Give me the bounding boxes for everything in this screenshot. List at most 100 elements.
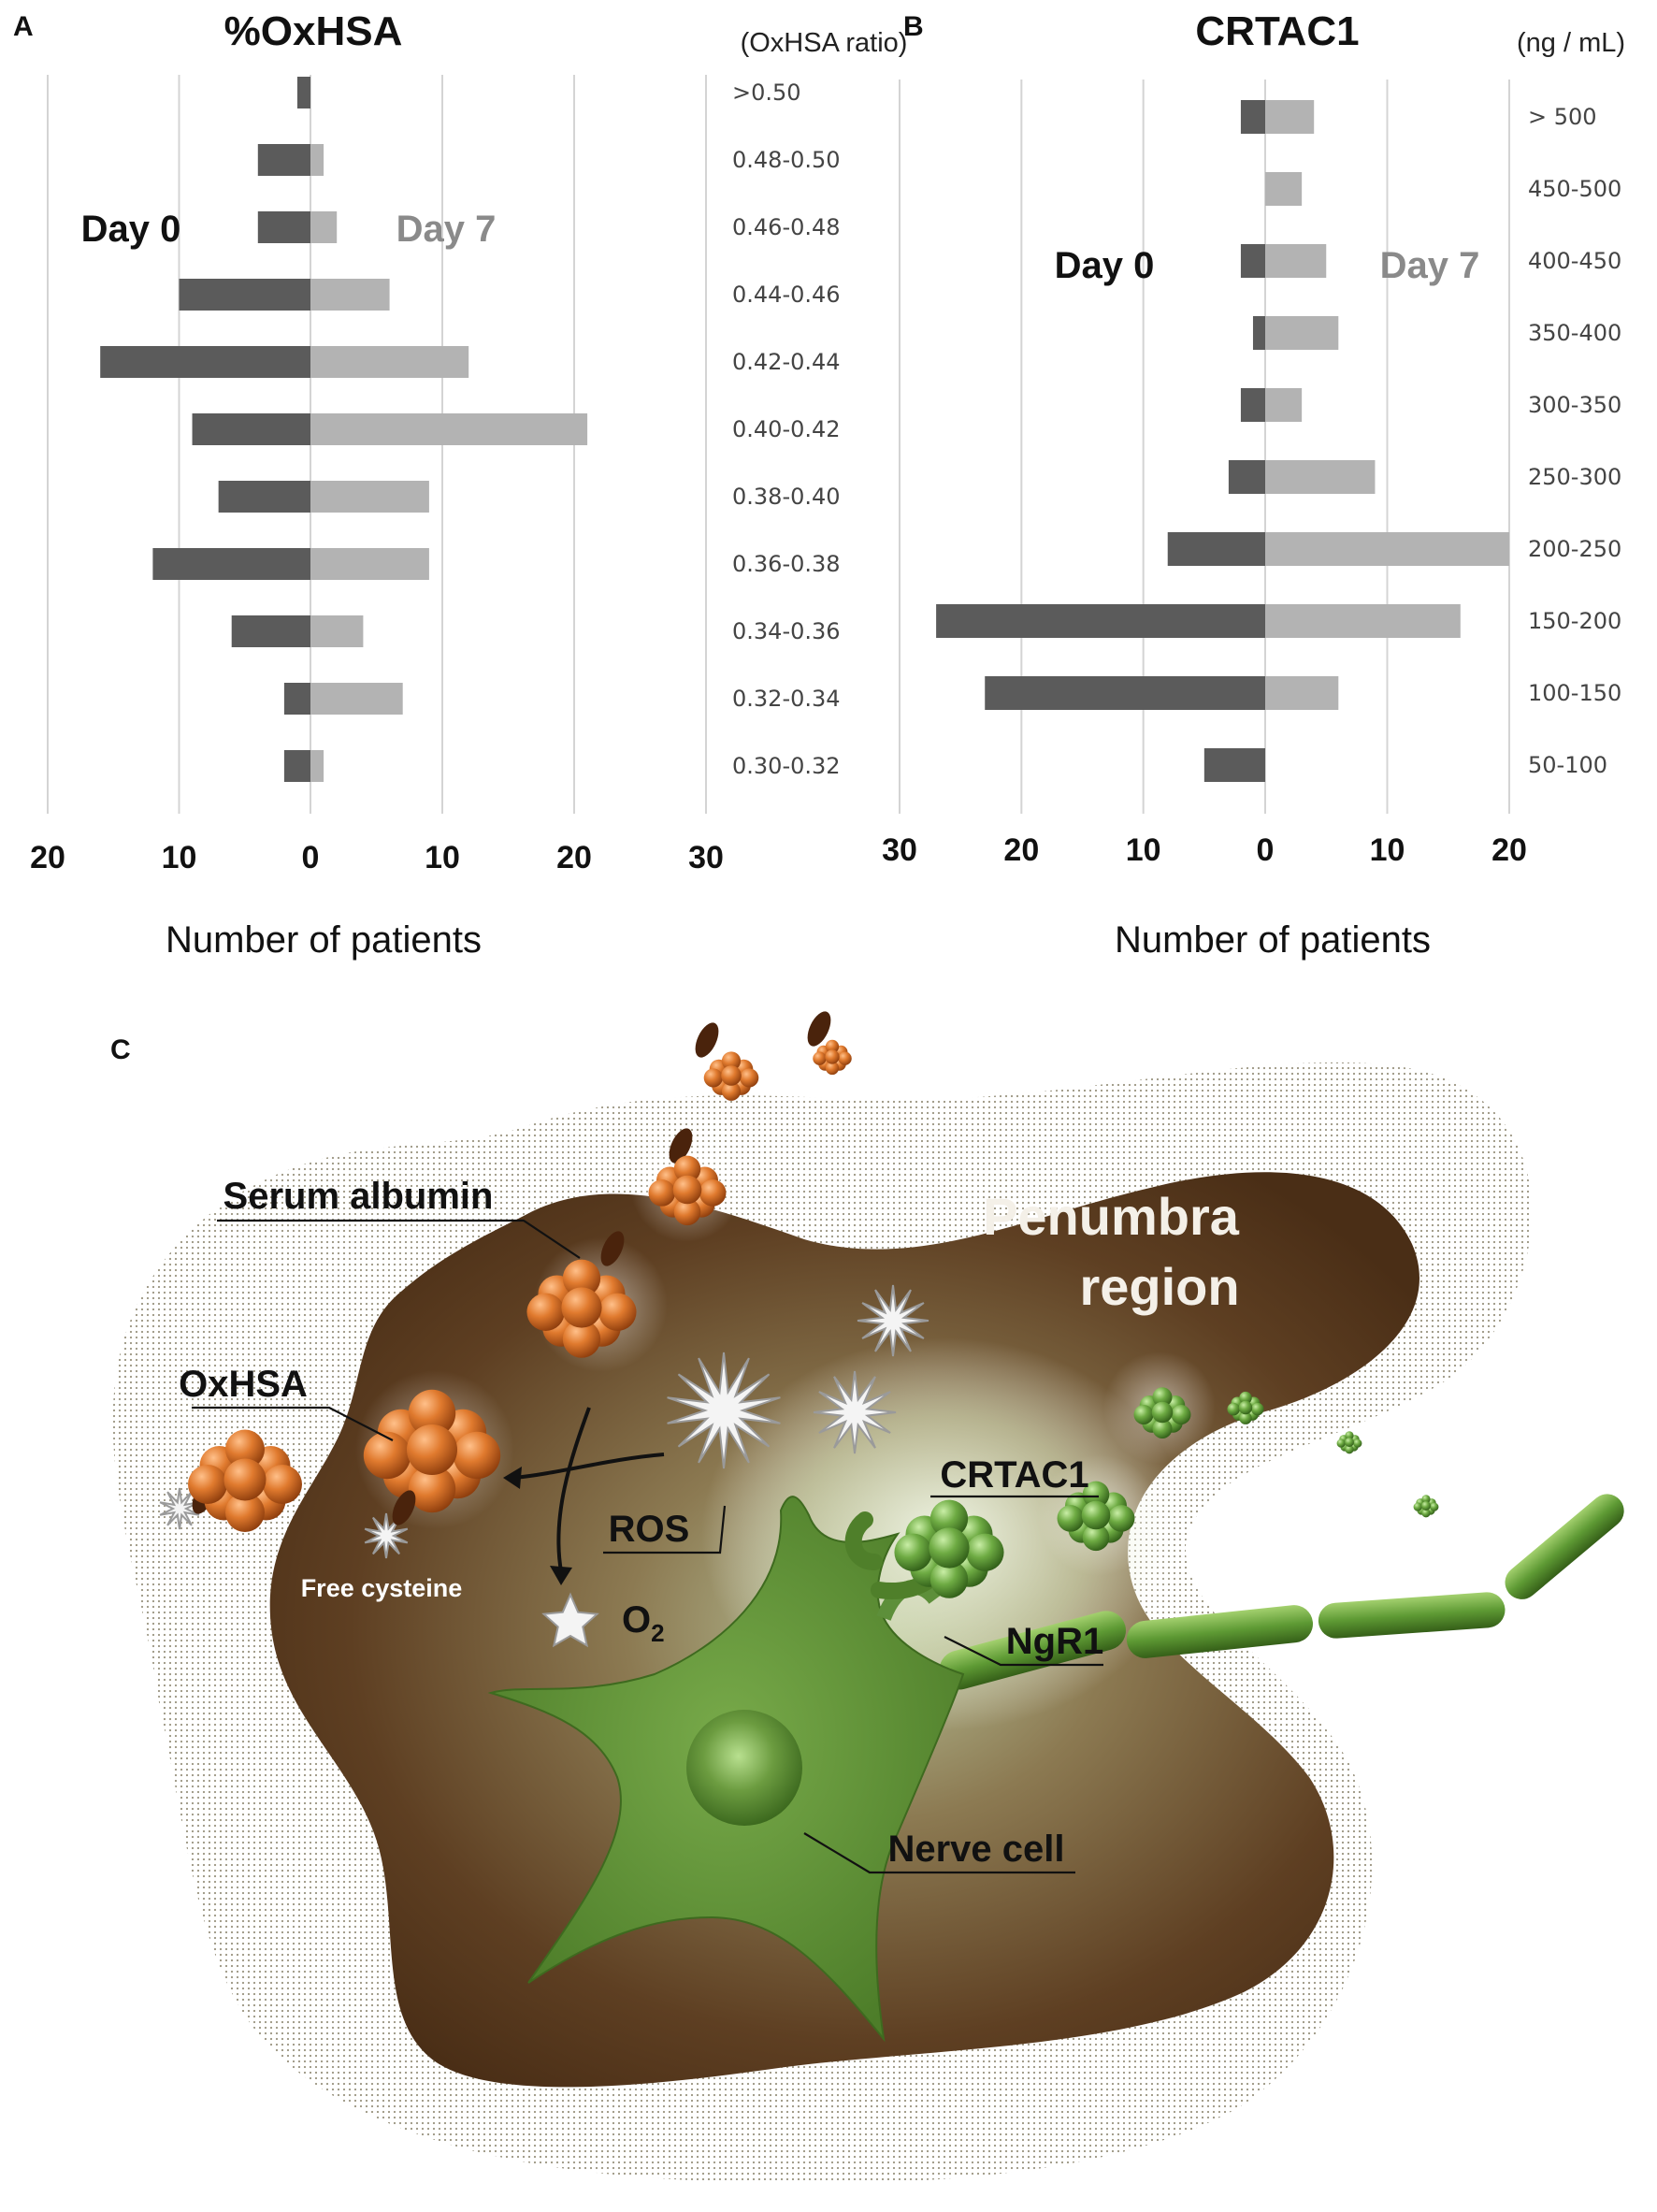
category-label: 0.34-0.36 bbox=[732, 618, 841, 644]
albumin-cluster bbox=[648, 1155, 727, 1226]
oxygen-star bbox=[541, 1592, 599, 1648]
x-tick-label: 0 bbox=[1257, 832, 1275, 868]
x-tick-label: 30 bbox=[882, 832, 917, 868]
x-tick-label: 30 bbox=[688, 840, 724, 875]
bar-day0 bbox=[257, 144, 310, 176]
bar-day7 bbox=[310, 211, 338, 243]
day7-label: Day 7 bbox=[396, 209, 497, 250]
category-label: 50-100 bbox=[1528, 752, 1607, 778]
label-serum-albumin: Serum albumin bbox=[223, 1176, 494, 1217]
x-tick-label: 20 bbox=[556, 840, 592, 875]
label-oxhsa: OxHSA bbox=[179, 1364, 308, 1405]
albumin-cluster bbox=[188, 1429, 302, 1532]
ros-star bbox=[159, 1487, 200, 1530]
crtac1-cluster bbox=[1133, 1387, 1191, 1439]
bar-day7 bbox=[1265, 460, 1376, 494]
chart-title: %OxHSA bbox=[224, 8, 403, 54]
category-label: 0.48-0.50 bbox=[732, 147, 841, 173]
label-free-cysteine: Free cysteine bbox=[301, 1574, 463, 1602]
x-tick-label: 20 bbox=[1491, 832, 1527, 868]
bar-day0 bbox=[985, 676, 1265, 710]
bar-day7 bbox=[310, 279, 390, 311]
cysteine-tail bbox=[807, 1011, 831, 1047]
bar-day7 bbox=[310, 548, 429, 580]
category-label: 450-500 bbox=[1528, 176, 1621, 202]
bar-day0 bbox=[231, 615, 310, 647]
category-label: 200-250 bbox=[1528, 536, 1621, 562]
x-tick-label: 10 bbox=[1370, 832, 1405, 868]
ros-star bbox=[813, 1370, 897, 1454]
crtac1-cluster bbox=[1336, 1431, 1362, 1454]
crtac1-cluster bbox=[1057, 1481, 1135, 1552]
axon bbox=[939, 1494, 1624, 1690]
crtac1-cluster bbox=[1413, 1495, 1439, 1518]
label-penumbra: Penumbra bbox=[983, 1187, 1240, 1246]
bar-day7 bbox=[1265, 604, 1461, 638]
category-label: 250-300 bbox=[1528, 464, 1621, 490]
nucleus bbox=[686, 1710, 802, 1826]
albumin-cluster bbox=[813, 1039, 852, 1076]
reaction-arrow bbox=[556, 1407, 591, 1572]
bar-day7 bbox=[1265, 388, 1303, 422]
category-label: 350-400 bbox=[1528, 320, 1621, 346]
cysteine-tail bbox=[695, 1022, 719, 1058]
bar-day0 bbox=[179, 279, 310, 311]
ros-star bbox=[364, 1512, 409, 1559]
category-label: 0.44-0.46 bbox=[732, 282, 841, 308]
panel-letter-b: B bbox=[903, 11, 924, 42]
cysteine-tail bbox=[669, 1128, 693, 1164]
unit-label: (OxHSA ratio) bbox=[741, 28, 908, 58]
bar-day7 bbox=[1265, 172, 1303, 206]
label-o2: O2 bbox=[622, 1599, 665, 1647]
x-tick-label: 0 bbox=[302, 840, 320, 875]
ros-stars bbox=[159, 1284, 929, 1648]
bar-day7 bbox=[1265, 316, 1339, 350]
bar-day0 bbox=[1240, 100, 1265, 134]
label-crtac1: CRTAC1 bbox=[940, 1454, 1088, 1496]
x-tick-label: 10 bbox=[162, 840, 197, 875]
cysteine-tail bbox=[600, 1231, 625, 1266]
cysteine-tail bbox=[392, 1490, 416, 1525]
bar-day0 bbox=[296, 77, 310, 108]
category-label: 400-450 bbox=[1528, 248, 1621, 274]
ros-star bbox=[667, 1352, 781, 1469]
category-labels: >0.500.48-0.500.46-0.480.44-0.460.42-0.4… bbox=[732, 80, 841, 779]
x-tick-label: 20 bbox=[30, 840, 65, 875]
category-label: 0.32-0.34 bbox=[732, 686, 841, 712]
bars bbox=[936, 100, 1509, 782]
chart-crtac1: B CRTAC1 (ng / mL) > 500450-500400-45035… bbox=[882, 8, 1625, 961]
reaction-arrow bbox=[513, 1453, 665, 1480]
leader-nerve-cell bbox=[803, 1832, 1075, 1874]
arrowhead bbox=[503, 1467, 522, 1489]
bar-day0 bbox=[257, 211, 310, 243]
category-labels: > 500450-500400-450350-400300-350250-300… bbox=[1528, 104, 1621, 778]
x-axis-label: Number of patients bbox=[1115, 919, 1431, 961]
chart-oxhsa: A %OxHSA (OxHSA ratio) >0.500.48-0.500.4… bbox=[13, 8, 907, 961]
x-axis-label: Number of patients bbox=[166, 919, 482, 961]
bar-day0 bbox=[100, 346, 310, 378]
bar-day0 bbox=[152, 548, 310, 580]
bar-day7 bbox=[310, 750, 324, 782]
albumin-cluster bbox=[526, 1259, 637, 1358]
bar-day7 bbox=[1265, 244, 1327, 278]
bars bbox=[100, 77, 588, 782]
category-label: 100-150 bbox=[1528, 680, 1621, 706]
label-region: region bbox=[1079, 1257, 1239, 1316]
bar-day7 bbox=[1265, 676, 1339, 710]
bar-day7 bbox=[310, 144, 324, 176]
category-label: >0.50 bbox=[732, 80, 801, 106]
label-ros: ROS bbox=[609, 1509, 690, 1550]
bar-day0 bbox=[192, 413, 310, 445]
leader-oxhsa bbox=[192, 1406, 394, 1441]
leader-ros bbox=[603, 1505, 727, 1554]
chart-title: CRTAC1 bbox=[1195, 8, 1359, 54]
ros-star bbox=[857, 1284, 929, 1357]
bar-day0 bbox=[1228, 460, 1265, 494]
albumin-cluster bbox=[703, 1051, 759, 1101]
bar-day0 bbox=[218, 481, 310, 513]
x-tick-label: 20 bbox=[1003, 832, 1039, 868]
bar-day7 bbox=[310, 615, 364, 647]
category-label: 0.40-0.42 bbox=[732, 416, 841, 442]
